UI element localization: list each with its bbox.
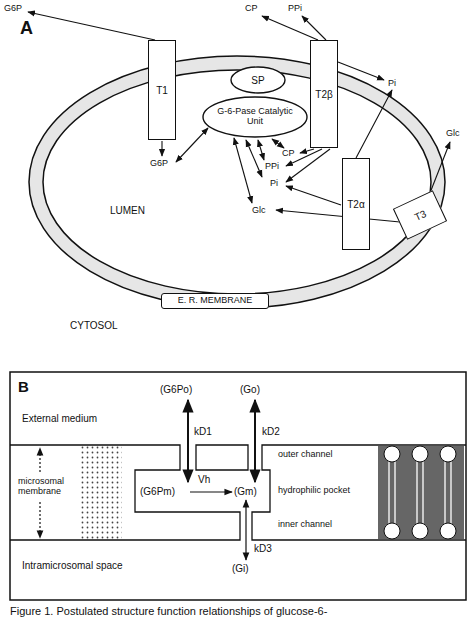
microsomal-membrane — [10, 445, 466, 540]
rate-constant: kD3 — [254, 543, 272, 555]
metabolite: G6P — [4, 3, 22, 13]
region-label: CYTOSOL — [70, 320, 118, 332]
metabolite: G6P — [150, 158, 168, 168]
membrane-tag: E. R. MEMBRANE — [161, 293, 269, 309]
species-label: (Go) — [240, 384, 260, 396]
lipid-bilayer — [384, 446, 456, 539]
part-label: hydrophilic pocket — [278, 485, 350, 495]
er-membrane — [29, 56, 445, 308]
node-text: T1 — [156, 85, 168, 96]
node-text: SP — [251, 75, 264, 86]
species-label: (G6Pm) — [140, 486, 175, 498]
transporter: T3 — [393, 190, 447, 239]
signal-protein: SP — [230, 66, 286, 94]
metabolite: PPi — [288, 3, 302, 13]
metabolite: CP — [245, 3, 258, 13]
node-text: T3 — [412, 208, 427, 223]
species-label: (G6Po) — [160, 384, 192, 396]
node-text: T2β — [315, 89, 332, 100]
transporter: T1 — [148, 40, 176, 140]
node-text: E. R. MEMBRANE — [178, 296, 253, 306]
rate-constant: kD2 — [262, 426, 280, 438]
node-text: G-6-Pase Catalytic Unit — [211, 107, 299, 127]
panel-frame — [10, 372, 466, 600]
figure-caption: Figure 1. Postulated structure function … — [10, 605, 327, 618]
catalytic-unit: G-6-Pase Catalytic Unit — [202, 96, 308, 138]
rate-constant: kD1 — [194, 426, 212, 438]
part-label: outer channel — [278, 449, 333, 459]
flux-arrows — [28, 12, 450, 222]
metabolite: Pi — [270, 178, 278, 188]
metabolite: Pi — [388, 78, 396, 88]
species-label: (Gm) — [234, 486, 257, 498]
rate-label: Vh — [198, 474, 210, 486]
dimension-label: microsomal membrane — [18, 476, 70, 497]
metabolite: Glc — [252, 205, 266, 215]
transporter: T2α — [342, 158, 370, 250]
region-label: Intramicrosomal space — [22, 560, 123, 572]
panel-letter: B — [18, 378, 29, 395]
region-label: LUMEN — [110, 205, 145, 217]
species-label: (Gi) — [232, 563, 249, 575]
metabolite: PPi — [265, 161, 279, 171]
transporter: T2β — [310, 40, 338, 148]
metabolite: CP — [282, 148, 295, 158]
region-label: External medium — [22, 413, 97, 425]
panel-letter: A — [20, 18, 33, 39]
node-text: T2α — [347, 199, 364, 210]
metabolite: Glc — [446, 128, 460, 138]
part-label: inner channel — [278, 519, 332, 529]
